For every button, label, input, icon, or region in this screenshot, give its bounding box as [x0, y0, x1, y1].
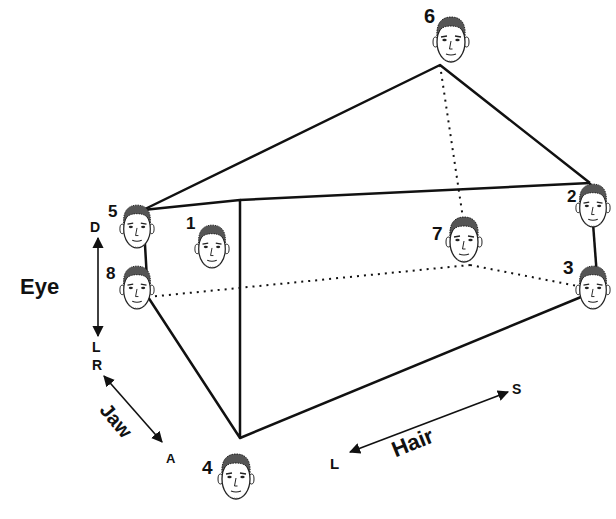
callout-number: 5 — [108, 203, 117, 220]
callout-number: 1 — [186, 215, 195, 232]
callout-number: 8 — [106, 265, 115, 282]
callout-number: 3 — [563, 258, 574, 277]
axis-name: Hair — [389, 425, 437, 461]
callout-number: 2 — [567, 188, 576, 205]
axis-end: L — [330, 456, 339, 471]
axis-end: A — [166, 452, 175, 465]
axis-end: R — [92, 358, 102, 372]
axis-name: Eye — [20, 276, 59, 298]
callout-number: 6 — [424, 6, 435, 26]
axis-end: S — [512, 382, 521, 396]
callout-number: 7 — [432, 224, 443, 243]
callout-number: 4 — [202, 458, 213, 477]
axis-end: L — [92, 340, 101, 354]
axis-end: D — [90, 220, 100, 234]
